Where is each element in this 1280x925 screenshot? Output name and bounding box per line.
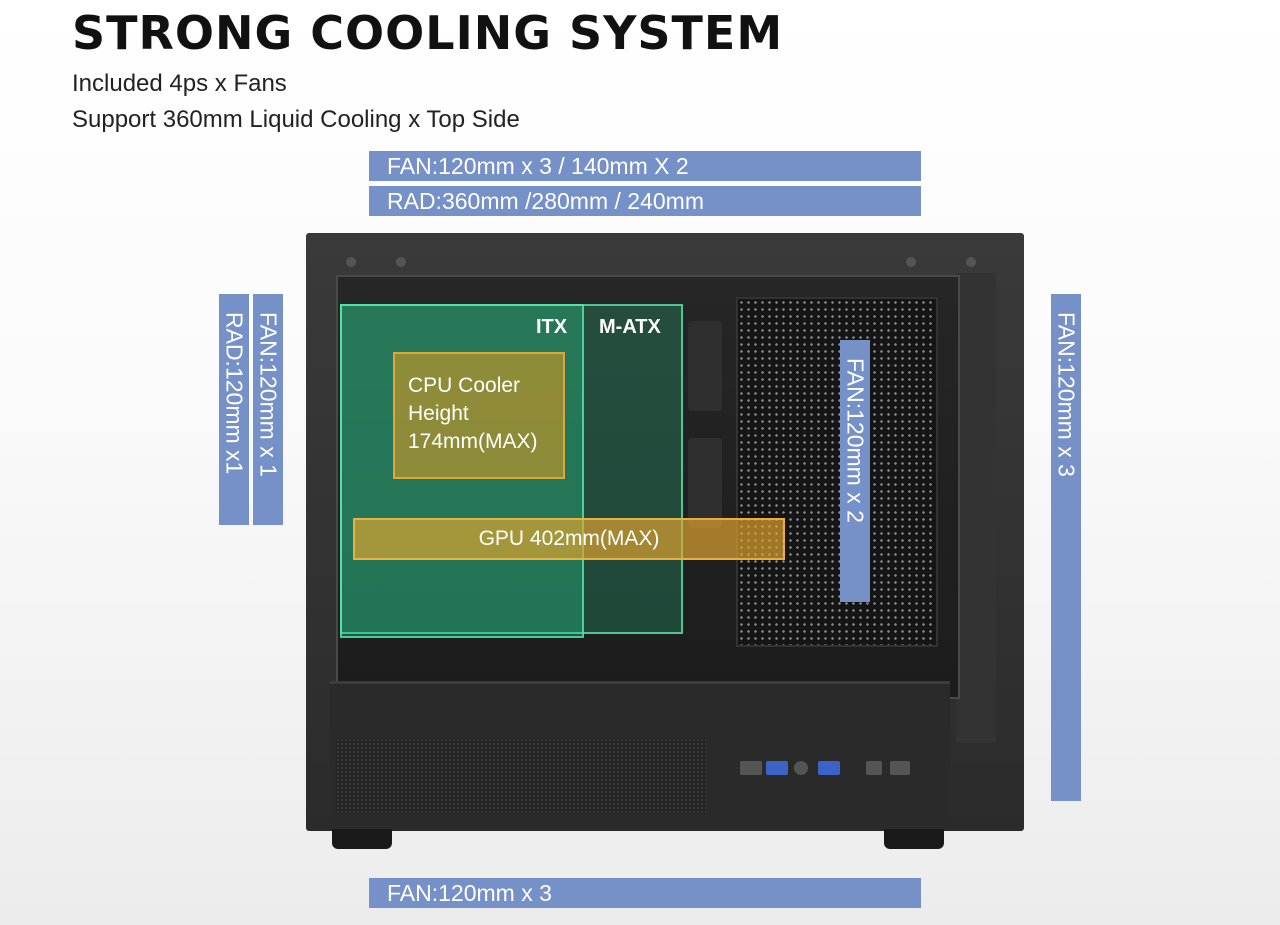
cable-slot — [688, 321, 722, 411]
screw-icon — [396, 257, 406, 267]
gpu-zone: GPU 402mm(MAX) — [353, 518, 785, 560]
case-foot — [884, 829, 944, 849]
front-fan-label: FAN:120mm x 3 — [1051, 294, 1081, 801]
audio-jack-icon — [794, 761, 808, 775]
top-rad-label: RAD:360mm /280mm / 240mm — [369, 186, 921, 216]
cpu-cooler-line3: 174mm(MAX) — [408, 430, 538, 453]
rear-fan-label: FAN:120mm x 1 — [253, 294, 283, 525]
usb3-port-icon — [766, 761, 788, 775]
mesh-panel — [736, 297, 938, 647]
subtitle-liquid-cooling: Support 360mm Liquid Cooling x Top Side — [72, 106, 520, 133]
bottom-vent — [336, 738, 706, 814]
reset-button-icon — [866, 761, 882, 775]
usb-c-port-icon — [740, 761, 762, 775]
cpu-cooler-zone: CPU Cooler Height 174mm(MAX) — [393, 352, 565, 479]
page-title: STRONG COOLING SYSTEM — [72, 6, 784, 60]
top-fan-label: FAN:120mm x 3 / 140mm X 2 — [369, 151, 921, 181]
gpu-label: GPU 402mm(MAX) — [478, 527, 660, 550]
bottom-fan-label: FAN:120mm x 3 — [369, 878, 921, 908]
screw-icon — [906, 257, 916, 267]
front-rail — [956, 273, 996, 743]
inner-fan-label: FAN:120mm x 2 — [840, 340, 870, 602]
screw-icon — [346, 257, 356, 267]
itx-label: ITX — [536, 316, 568, 338]
power-button-icon — [890, 761, 910, 775]
usb3-port-icon — [818, 761, 840, 775]
case-foot — [332, 829, 392, 849]
screw-icon — [966, 257, 976, 267]
subtitle-fans: Included 4ps x Fans — [72, 70, 287, 97]
rear-rad-label: RAD:120mm x1 — [219, 294, 249, 525]
matx-label: M-ATX — [599, 316, 661, 338]
cable-slot — [688, 438, 722, 528]
cpu-cooler-line1: CPU Cooler — [408, 374, 521, 397]
cpu-cooler-line2: Height — [408, 402, 469, 425]
